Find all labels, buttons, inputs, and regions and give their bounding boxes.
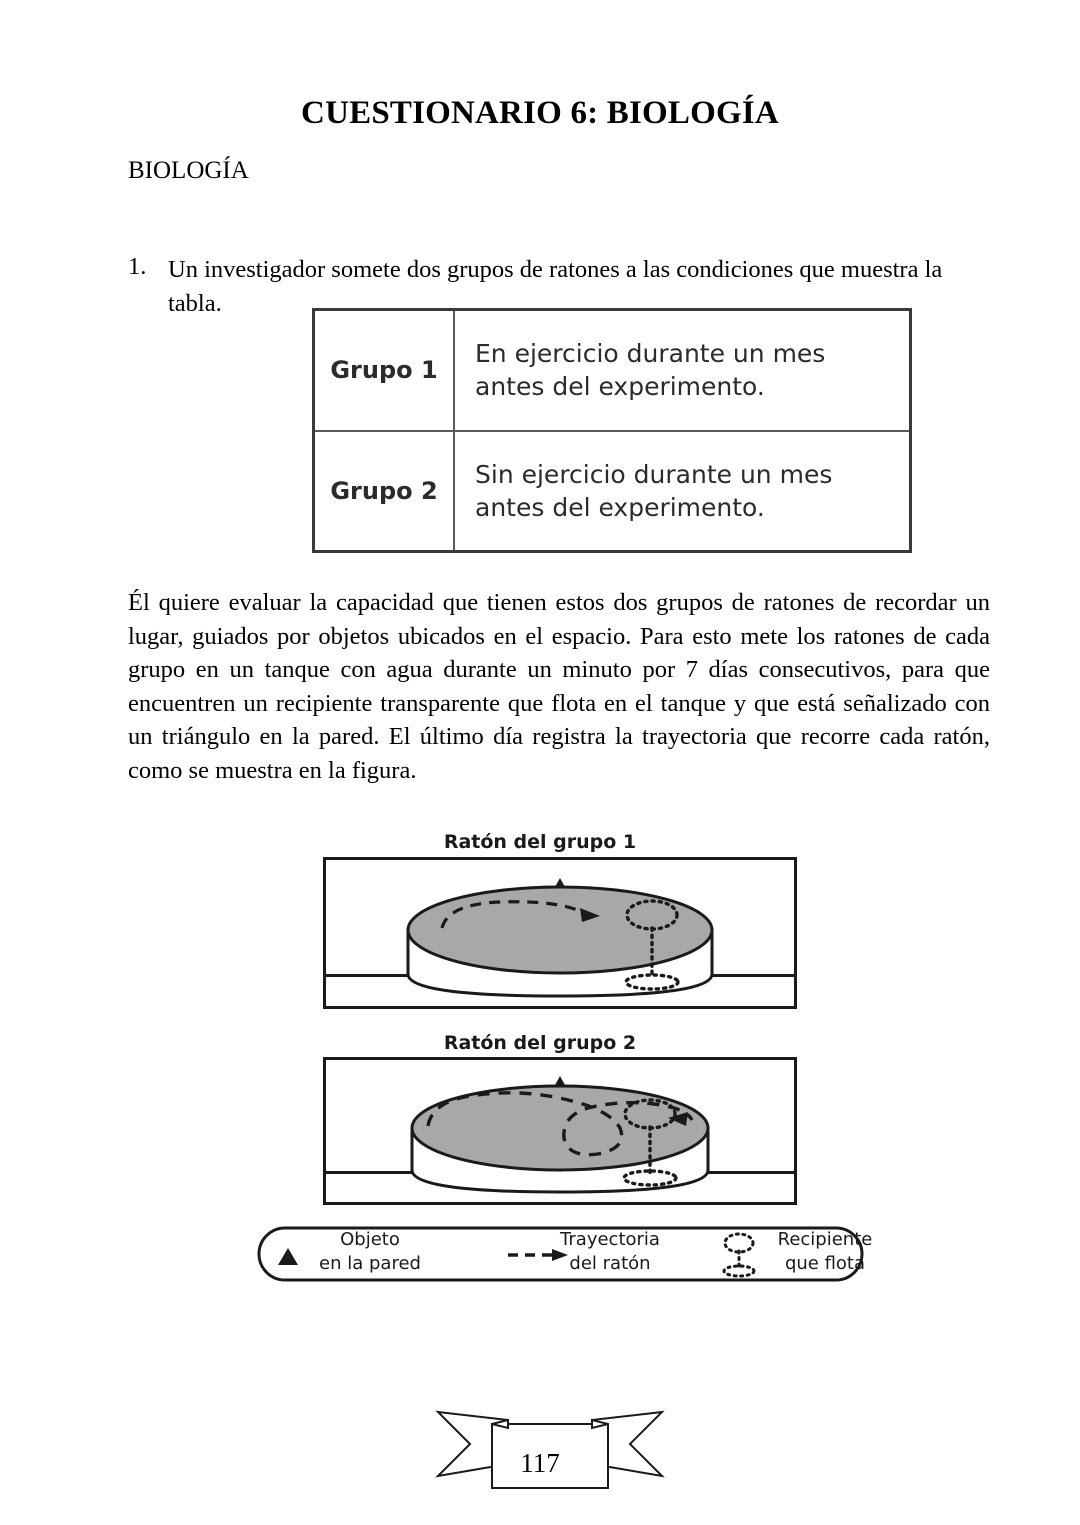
floating-container-icon [622,1098,678,1187]
legend-label-line1: Objeto [340,1229,400,1250]
conditions-table: Grupo 1 En ejercicio durante un mes ante… [312,308,912,553]
table-row: Grupo 1 En ejercicio durante un mes ante… [315,311,909,432]
table-cell-group: Grupo 2 [315,431,455,550]
trajectory-arrowhead-icon [668,1112,688,1126]
legend-label-line1: Recipiente [777,1229,873,1250]
question-number: 1. [128,253,147,280]
legend-label-line2: que flota [784,1253,866,1274]
floating-container-icon [722,1232,756,1278]
question-block: 1. Un investigador somete dos grupos de … [128,253,990,321]
panel-group-2-diagram [323,1057,797,1205]
dashed-arrow-icon [508,1249,568,1261]
page-footer [0,1390,1080,1510]
figure-legend [257,1226,864,1282]
table-cell-condition: En ejercicio durante un mes antes del ex… [475,339,826,402]
legend-item-wall-object: Objeto en la pared [300,1228,440,1276]
table-cell-condition: Sin ejercicio durante un mes antes del e… [475,459,833,522]
section-heading: BIOLOGÍA [128,157,249,184]
table-row: Grupo 2 Sin ejercicio durante un mes ant… [315,431,909,550]
floating-container-icon [624,899,680,991]
legend-item-floating-container: Recipiente que flota [750,1228,900,1276]
legend-item-trajectory: Trayectoria del ratón [530,1228,690,1276]
trajectory-arrowhead-icon [580,908,600,922]
question-prompt: Un investigador somete dos grupos de rat… [168,256,943,317]
ribbon-banner-icon [435,1410,665,1489]
experiment-figure: Ratón del grupo 1 Ratón del grupo 2 [0,820,1080,1300]
question-body-paragraph: Él quiere evaluar la capacidad que tiene… [128,589,990,784]
panel-group-1-diagram [323,857,797,1009]
trajectory-path-direct [440,900,583,929]
page-title: CUESTIONARIO 6: BIOLOGÍA [301,95,779,131]
panel-label-group-1: Ratón del grupo 1 [443,831,637,853]
page-number: 117 [520,1448,560,1478]
legend-label-line2: en la pared [319,1253,421,1274]
legend-label-line1: Trayectoria [560,1229,660,1250]
table-cell-group: Grupo 1 [315,311,455,430]
triangle-icon [278,1248,298,1265]
legend-label-line2: del ratón [569,1253,651,1274]
trajectory-path-meandering [426,1091,694,1157]
panel-label-group-2: Ratón del grupo 2 [443,1032,637,1054]
